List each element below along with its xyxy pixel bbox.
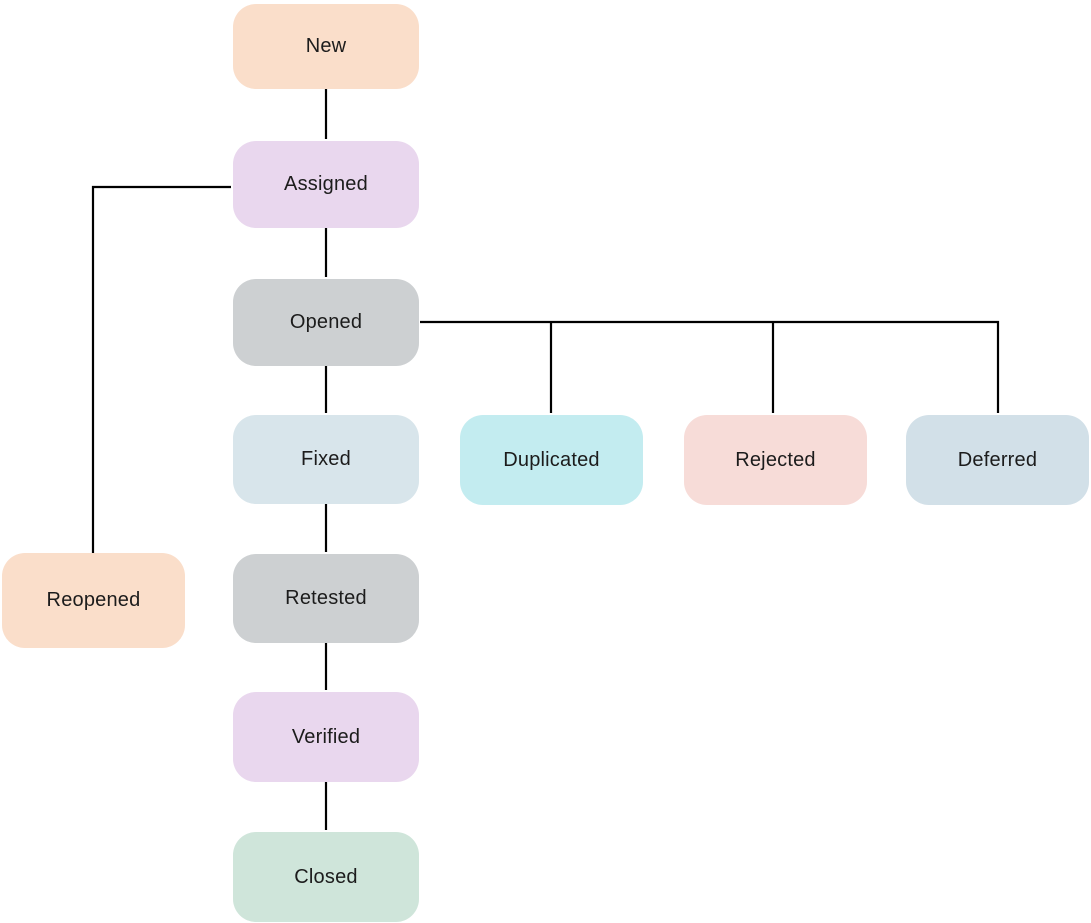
node-new: New: [233, 4, 419, 89]
node-verified: Verified: [233, 692, 419, 782]
node-assigned: Assigned: [233, 141, 419, 228]
node-fixed: Fixed: [233, 415, 419, 504]
node-opened-label: Opened: [289, 311, 363, 333]
node-opened: Opened: [233, 279, 419, 366]
node-closed-label: Closed: [294, 865, 358, 888]
node-duplicated: Duplicated: [460, 415, 643, 505]
node-retested: Retested: [233, 554, 419, 643]
node-retested-label: Retested: [285, 587, 367, 609]
edge-opened-deferred: [420, 320, 1000, 413]
node-deferred: Deferred: [906, 415, 1089, 505]
node-reopened: Reopened: [2, 553, 185, 648]
node-rejected: Rejected: [684, 415, 867, 505]
edge-reopened-assigned: [91, 185, 231, 553]
node-verified-label: Verified: [291, 725, 361, 748]
node-deferred-label: Deferred: [957, 448, 1038, 471]
node-duplicated-label: Duplicated: [503, 448, 600, 471]
node-reopened-label: Reopened: [46, 589, 141, 611]
node-assigned-label: Assigned: [284, 173, 368, 195]
node-new-label: New: [305, 35, 347, 57]
node-closed: Closed: [233, 832, 419, 922]
node-fixed-label: Fixed: [301, 448, 351, 470]
node-rejected-label: Rejected: [735, 448, 816, 471]
